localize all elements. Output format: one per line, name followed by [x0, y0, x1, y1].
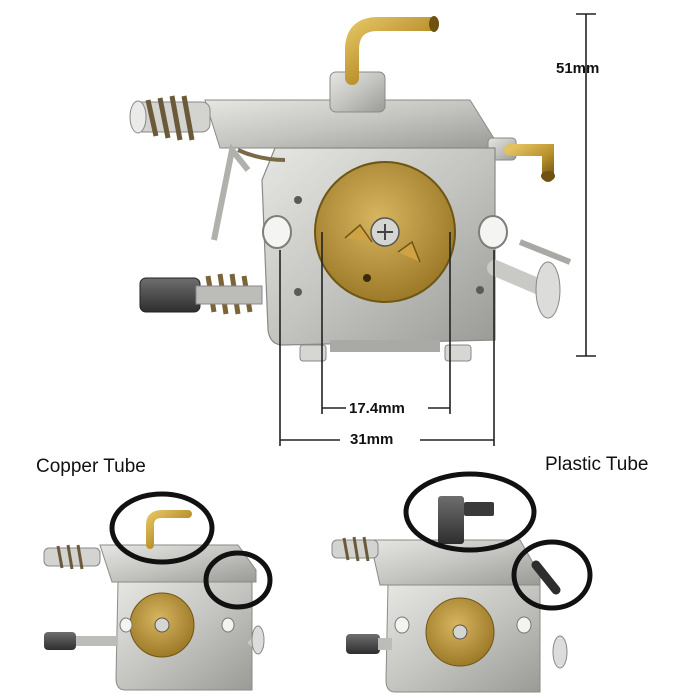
main-carburetor [129, 16, 572, 362]
plastic-tube-label: Plastic Tube [545, 454, 649, 475]
plastic-side-highlight [511, 539, 593, 611]
copper-elbow-highlight [109, 491, 215, 565]
outer-width-dimension-label: 31mm [350, 431, 394, 448]
plastic-elbow-highlight [403, 471, 537, 553]
copper-tube-carburetor [43, 491, 273, 691]
dimension-lines [279, 13, 596, 446]
height-dimension-label: 51mm [556, 60, 600, 77]
copper-side-highlight [203, 550, 273, 610]
plastic-tube-carburetor [331, 471, 593, 693]
copper-tube-label: Copper Tube [36, 456, 146, 477]
inner-width-dimension-label: 17.4mm [349, 400, 405, 417]
